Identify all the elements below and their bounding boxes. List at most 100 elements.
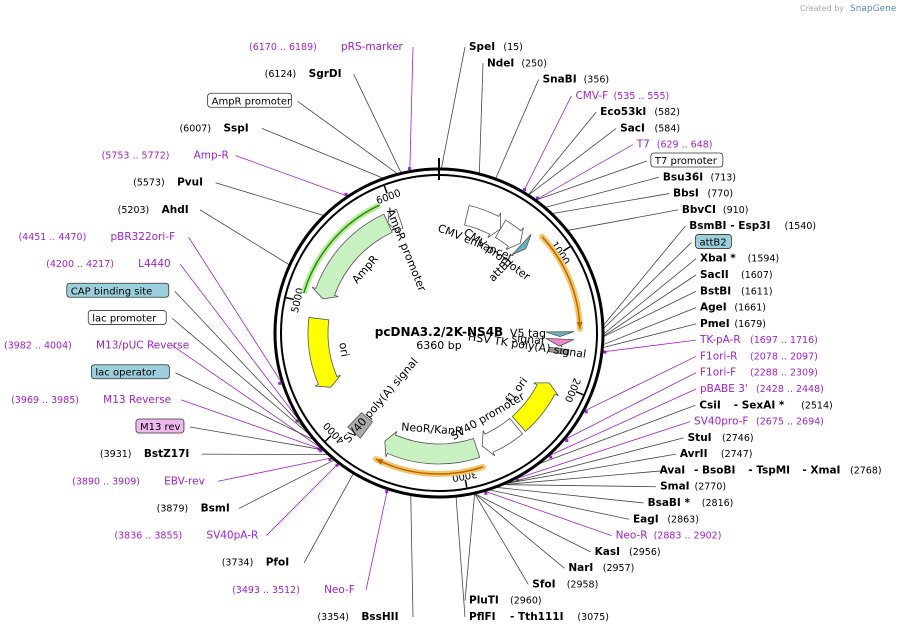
label-stui[interactable]: StuI(2746) bbox=[688, 432, 754, 444]
label-t7-promoter[interactable]: T7 promoter bbox=[650, 152, 724, 168]
label-attb2[interactable]: attB2 bbox=[695, 234, 732, 249]
leader-line bbox=[475, 493, 591, 553]
label-text: (1661) bbox=[734, 303, 766, 314]
label-agei[interactable]: AgeI(1661) bbox=[700, 302, 766, 314]
feature-neor-kanr[interactable] bbox=[384, 431, 481, 465]
label-sv40pro-f[interactable]: SV40pro-F(2675 .. 2694) bbox=[694, 416, 824, 428]
leader-line bbox=[528, 111, 597, 195]
label-sv40pa-r[interactable]: (3836 .. 3855)SV40pA-R bbox=[114, 530, 258, 542]
label-lac-promoter[interactable]: lac promoter bbox=[87, 310, 167, 325]
primer-mark bbox=[484, 491, 488, 495]
feature-cmv-promoter[interactable] bbox=[494, 219, 524, 250]
label-bsabi-[interactable]: BsaBI *(2816) bbox=[648, 497, 734, 509]
label-sgrdi[interactable]: (6124)SgrDI bbox=[265, 68, 342, 80]
label-ndei[interactable]: NdeI(250) bbox=[487, 57, 547, 69]
leader-line bbox=[504, 470, 667, 485]
label-prs-marker[interactable]: (6170 .. 6189)pRS-marker bbox=[249, 41, 404, 53]
label-f1ori-r[interactable]: F1ori-R(2078 .. 2097) bbox=[700, 350, 818, 362]
leader-line bbox=[549, 388, 697, 456]
site-labels[interactable]: (6170 .. 6189)pRS-marker (6124)SgrDI AmpR … bbox=[4, 41, 882, 623]
feature-sv40-poly-a-signal[interactable] bbox=[347, 412, 374, 439]
feature-label: NeoR/KanR bbox=[401, 420, 464, 438]
feature-v5-tag[interactable] bbox=[545, 331, 575, 338]
label-m13-reverse[interactable]: (3969 .. 3985)M13 Reverse bbox=[11, 394, 171, 406]
label-m13-rev[interactable]: M13 rev bbox=[135, 418, 185, 434]
label-cap-binding-site[interactable]: CAP binding site bbox=[66, 282, 170, 298]
label-neo-r[interactable]: Neo-R(2883 .. 2902) bbox=[616, 530, 722, 542]
label-bsmi[interactable]: (3879)BsmI bbox=[157, 502, 230, 514]
label-text: NarI bbox=[568, 562, 593, 574]
primer-mark bbox=[278, 381, 282, 385]
label-sspi[interactable]: (6007)SspI bbox=[179, 122, 248, 134]
label-pfoi[interactable]: (3734)PfoI bbox=[222, 557, 289, 569]
feature-attb1[interactable] bbox=[511, 234, 532, 256]
plasmid-length: 6360 bp bbox=[416, 339, 461, 352]
label-ampr-promoter[interactable]: AmpR promoter bbox=[207, 92, 293, 108]
label-pflfi[interactable]: PflFI- Tth111I(3075) bbox=[469, 611, 609, 623]
label-neo-f[interactable]: (3493 .. 3512)Neo-F bbox=[232, 584, 355, 596]
label-ahdi[interactable]: (5203)AhdI bbox=[118, 204, 189, 216]
leader-line bbox=[235, 155, 348, 197]
label-snabi[interactable]: SnaBI(356) bbox=[543, 74, 610, 86]
label-amp-r[interactable]: (5753 .. 5772)Amp-R bbox=[102, 150, 229, 162]
label-text: NdeI bbox=[487, 57, 514, 69]
feature-sv40-promoter[interactable] bbox=[481, 417, 524, 457]
label-tk-pa-r[interactable]: TK-pA-R(1697 .. 1716) bbox=[699, 334, 818, 346]
brand-snapgene[interactable]: SnapGene bbox=[850, 4, 897, 14]
label-kasi[interactable]: KasI(2956) bbox=[595, 546, 661, 558]
label-pbr322ori-f[interactable]: (4451 .. 4470)pBR322ori-F bbox=[18, 231, 175, 243]
primer-mark bbox=[385, 490, 389, 494]
label-smai[interactable]: SmaI(2770) bbox=[660, 481, 726, 493]
label-t7[interactable]: T7(629 .. 648) bbox=[636, 139, 713, 151]
feature-f1-ori[interactable] bbox=[511, 382, 559, 432]
label-m13-puc-reverse[interactable]: (3982 .. 4004)M13/pUC Reverse bbox=[4, 340, 189, 352]
label-bsshii[interactable]: (3354)BssHII bbox=[317, 611, 398, 623]
label-pvui[interactable]: (5573)PvuI bbox=[133, 177, 203, 189]
label-pmei[interactable]: PmeI(1679) bbox=[700, 318, 766, 330]
label-nari[interactable]: NarI(2957) bbox=[568, 562, 634, 574]
feature-signal[interactable] bbox=[545, 337, 574, 347]
label-bbsi[interactable]: BbsI(770) bbox=[673, 188, 733, 200]
label-l4440[interactable]: (4200 .. 4217)L4440 bbox=[46, 258, 171, 270]
feature-ori[interactable] bbox=[307, 317, 341, 388]
label-text: (584) bbox=[655, 123, 681, 134]
label-box bbox=[695, 234, 732, 249]
feature-cmv-enhancer[interactable] bbox=[464, 205, 501, 239]
label-pluti[interactable]: PluTI(2960) bbox=[469, 595, 542, 607]
primer-mark bbox=[603, 350, 607, 354]
label-sfoi[interactable]: SfoI(2958) bbox=[532, 578, 598, 590]
label-avrii[interactable]: AvrII(2747) bbox=[680, 448, 753, 460]
label-bstz17i[interactable]: (3931)BstZ17I bbox=[100, 448, 189, 460]
label-pbabe-3-[interactable]: pBABE 3'(2428 .. 2448) bbox=[700, 383, 824, 395]
label-sacii[interactable]: SacII(1607) bbox=[700, 269, 773, 281]
label-bstbi[interactable]: BstBI(1611) bbox=[700, 285, 773, 297]
plasmid-name: pcDNA3.2/2K-NS4B bbox=[375, 325, 503, 339]
label-ebv-rev[interactable]: (3890 .. 3909)EBV-rev bbox=[72, 475, 205, 487]
label-text: (582) bbox=[654, 107, 680, 118]
feature-ampr-promoter[interactable] bbox=[387, 207, 404, 234]
label-lac-operator[interactable]: lac operator bbox=[90, 364, 170, 380]
feature-ampr[interactable] bbox=[311, 213, 393, 300]
label-text: (356) bbox=[584, 75, 610, 86]
label-f1ori-f[interactable]: F1ori-F(2288 .. 2309) bbox=[700, 367, 818, 379]
label-text: pBR322ori-F bbox=[110, 231, 175, 243]
label-text: (2770) bbox=[694, 482, 726, 493]
label-text: M13 rev bbox=[140, 422, 181, 433]
label-eco53ki[interactable]: Eco53kI(582) bbox=[600, 106, 680, 118]
label-bsmbi[interactable]: BsmBI- Esp3I(1540) bbox=[689, 220, 816, 232]
feature-hsv-tk-poly-a-signal[interactable] bbox=[547, 346, 570, 356]
label-eagi[interactable]: EagI(2863) bbox=[633, 513, 699, 525]
label-avai[interactable]: AvaI- BsoBI- TspMI- XmaI(2768) bbox=[660, 464, 882, 476]
label-text: Bsu36I bbox=[663, 171, 703, 183]
label-spei[interactable]: SpeI(15) bbox=[469, 41, 523, 53]
label-saci[interactable]: SacI(584) bbox=[620, 122, 680, 134]
label-bsu36i[interactable]: Bsu36I(713) bbox=[663, 171, 736, 183]
primer-mark bbox=[523, 188, 527, 192]
label-csii[interactable]: CsiI- SexAI *(2514) bbox=[699, 399, 832, 411]
label-text: BbvCI bbox=[682, 204, 716, 216]
label-text: lac operator bbox=[95, 368, 156, 379]
label-bbvci[interactable]: BbvCI(910) bbox=[682, 204, 749, 216]
label-cmv-f[interactable]: CMV-F(535 .. 555) bbox=[575, 90, 669, 102]
label-xbai-[interactable]: XbaI *(1594) bbox=[700, 253, 779, 265]
